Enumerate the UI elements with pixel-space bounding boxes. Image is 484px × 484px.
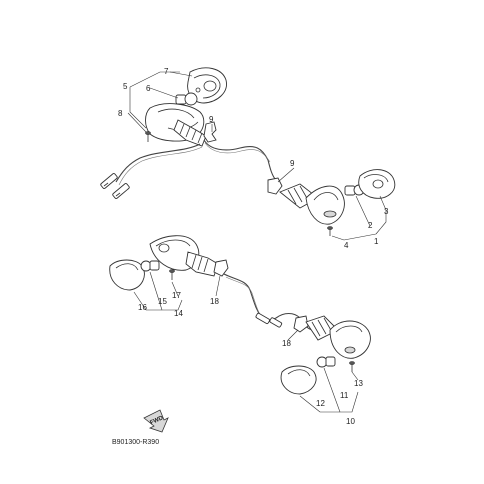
callout-9-upper: 9: [209, 115, 214, 124]
bracket-lower-left: [213, 259, 229, 277]
callout-9-right: 9: [290, 159, 295, 168]
bracket-upper-left: [203, 121, 217, 143]
stalk-upper-left: [173, 119, 207, 147]
callout-18-lower: 18: [282, 339, 291, 348]
callout-18-upper: 18: [210, 297, 219, 306]
lower-left-signal-assembly: [109, 235, 313, 331]
fwd-label: FWD: [149, 415, 165, 426]
callout-7: 7: [164, 67, 169, 76]
callout-3: 3: [384, 207, 389, 216]
upper-left-signal-assembly: [100, 67, 277, 199]
callout-15: 15: [158, 297, 167, 306]
callout-11: 11: [340, 391, 349, 400]
screw-part-8: [145, 131, 151, 142]
diagram-code: B901300-R390: [112, 439, 159, 446]
bracket-right: [267, 177, 283, 195]
callout-1: 1: [374, 237, 379, 246]
callout-17: 17: [172, 291, 181, 300]
callout-16: 16: [138, 303, 147, 312]
harness-to-right: [203, 139, 277, 181]
screw-part-17: [169, 269, 175, 280]
harness-part-18-upper: [223, 273, 277, 321]
callout-13: 13: [354, 379, 363, 388]
callout-8: 8: [118, 109, 123, 118]
callout-2: 2: [368, 221, 373, 230]
callout-10: 10: [346, 417, 355, 426]
right-signal-assembly: [267, 169, 396, 236]
callout-14: 14: [174, 309, 183, 318]
stalk-lower-left: [185, 251, 219, 277]
callout-5: 5: [123, 82, 128, 91]
bulb-part-6: [175, 92, 198, 106]
fwd-arrow-icon: FWD: [143, 409, 169, 433]
bulb-part-11: [316, 356, 336, 368]
lens-part-12: [280, 365, 317, 395]
callout-4: 4: [344, 241, 349, 250]
callout-6: 6: [146, 84, 151, 93]
lens-part-3: [358, 169, 396, 199]
bulb-part-15: [140, 260, 160, 272]
lower-right-signal-assembly: [280, 315, 371, 395]
screw-part-13: [349, 361, 355, 372]
wire-connector-pair-lower: [255, 312, 283, 328]
callout-12: 12: [316, 399, 325, 408]
signal-housing-lower-right: [329, 320, 371, 359]
leader-lines: [127, 71, 387, 413]
wire-connector-pair-upper: [100, 173, 130, 199]
callout-numbers: 7 5 6 8 9 9 3 2 1 4 15 17 16 14 18 18 13…: [118, 67, 389, 426]
lens-part-16: [109, 259, 145, 291]
bracket-lower-right: [293, 315, 309, 333]
signal-housing-right: [305, 185, 345, 225]
harness-to-connector: [115, 143, 201, 183]
screw-part-4: [327, 226, 333, 236]
